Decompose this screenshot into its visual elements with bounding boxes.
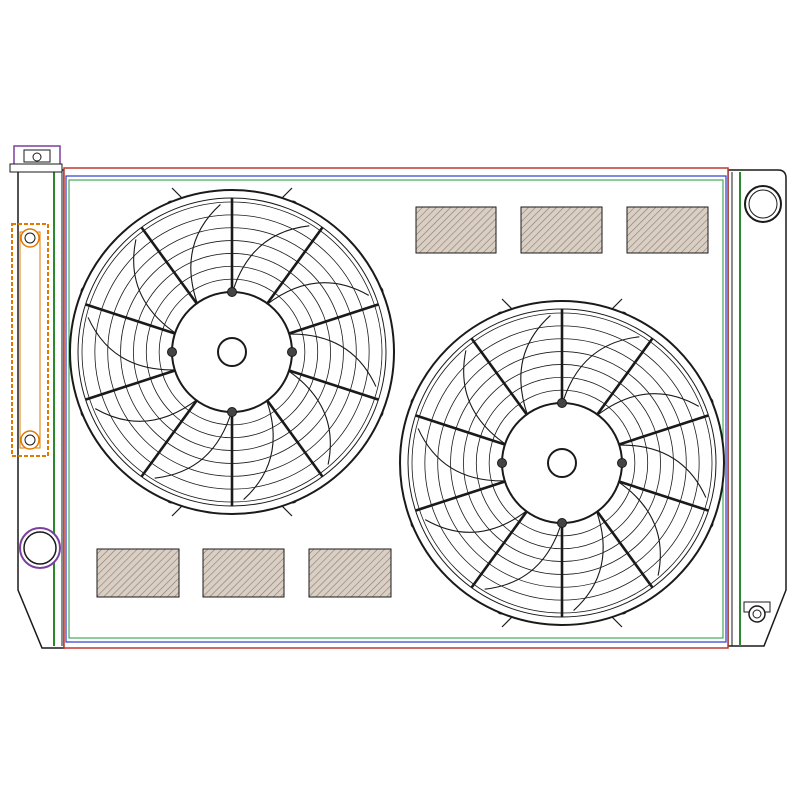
fan-blade — [484, 520, 563, 590]
fan-strut — [596, 510, 654, 589]
fan-strut — [470, 337, 528, 416]
fan-blade — [231, 225, 310, 295]
hub-bolt — [497, 458, 507, 468]
filler-cap — [9, 145, 63, 173]
cutouts-top — [415, 206, 709, 254]
inlet-right — [744, 185, 782, 223]
fan-blade — [595, 393, 700, 417]
fan-blade — [133, 239, 178, 335]
fan-blade — [463, 350, 508, 446]
fan-strut — [415, 480, 506, 512]
fan-strut — [266, 399, 324, 478]
drain-plug — [743, 601, 771, 623]
fan-blade — [520, 315, 551, 417]
fan-blade — [617, 444, 707, 498]
cutout — [308, 548, 392, 598]
fan-blade — [190, 204, 221, 306]
fan-left — [69, 187, 395, 517]
cutout — [626, 206, 709, 254]
cutout — [520, 206, 603, 254]
fan-blade — [286, 369, 331, 465]
right-tank — [727, 169, 787, 647]
hub-bolt — [557, 518, 567, 528]
hub-bolt — [167, 347, 177, 357]
fan-blade — [265, 282, 370, 306]
cutout — [415, 206, 497, 254]
fan-blade — [616, 480, 661, 576]
fan-strut — [140, 399, 198, 478]
fan-strut — [415, 414, 506, 446]
fan-hub-center — [217, 337, 247, 367]
fan-blade — [417, 428, 507, 482]
cutout — [96, 548, 180, 598]
fan-blade — [424, 509, 529, 533]
fan-strut — [618, 414, 709, 446]
fan-strut — [140, 226, 198, 305]
fan-blade — [287, 333, 377, 387]
mounting-bracket-left — [11, 223, 49, 457]
fan-blade — [87, 317, 177, 371]
fan-blade — [561, 336, 640, 406]
fan-strut — [596, 337, 654, 416]
fan-strut — [266, 226, 324, 305]
fan-blade — [243, 398, 274, 500]
fan-hub-center — [547, 448, 577, 478]
hub-bolt — [557, 398, 567, 408]
fan-blade — [154, 409, 233, 479]
fan-right — [399, 298, 725, 628]
fan-strut — [618, 480, 709, 512]
fan-strut — [470, 510, 528, 589]
fan-blade — [573, 509, 604, 611]
fan-strut — [85, 369, 176, 401]
outlet-left — [19, 527, 61, 569]
hub-bolt — [227, 407, 237, 417]
fan-strut — [288, 303, 379, 335]
left-tank — [17, 169, 65, 649]
fan-strut — [288, 369, 379, 401]
fan-blade — [94, 398, 199, 422]
hub-bolt — [287, 347, 297, 357]
cutouts-bottom — [96, 548, 392, 598]
hub-bolt — [617, 458, 627, 468]
hub-bolt — [227, 287, 237, 297]
fan-strut — [85, 303, 176, 335]
cutout — [202, 548, 285, 598]
